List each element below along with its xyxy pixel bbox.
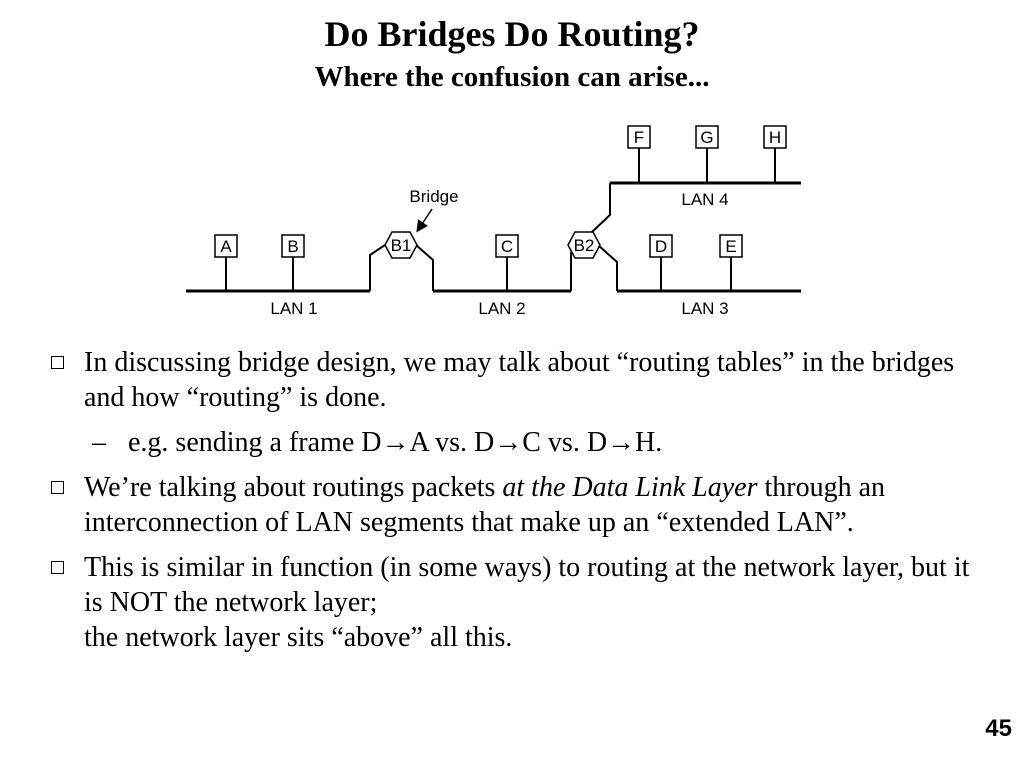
sub-bullet-text: e.g. sending a frame D→A vs. D→C vs. D→H… [128, 427, 663, 458]
host-h-box [763, 125, 787, 149]
page-subtitle: Where the confusion can arise... [314, 61, 710, 93]
bridge-b1-hexagon [384, 231, 418, 259]
b1-right-link [415, 244, 434, 291]
bullet-text-part: through an interconnection of LAN segmen… [84, 472, 886, 538]
bullet-list: In discussing bridge design, we may talk… [48, 345, 988, 665]
host-h-label: H [769, 128, 781, 147]
host-b-label: B [287, 237, 298, 256]
host-e-box [719, 234, 743, 258]
bullet-item: This is similar in function (in some way… [48, 550, 988, 655]
host-d-label: D [655, 237, 667, 256]
host-g-box [695, 125, 719, 149]
checkbox-bullet-icon [51, 561, 64, 574]
checkbox-bullet-icon [51, 481, 64, 494]
lan4-label: LAN 4 [681, 190, 728, 209]
bridge-callout-arrow [416, 208, 433, 233]
bridge-b2-hexagon [567, 231, 601, 259]
host-d-box [649, 234, 673, 258]
host-b-box [281, 234, 305, 258]
bridge-callout-label: Bridge [409, 187, 458, 206]
host-c-label: C [501, 237, 513, 256]
bullet-text: In discussing bridge design, we may talk… [84, 347, 955, 413]
host-a-box [214, 234, 238, 258]
bridge-b2-label: B2 [574, 236, 595, 255]
dash-bullet: – [92, 427, 106, 458]
host-f-label: F [634, 128, 644, 147]
host-a-label: A [220, 237, 232, 256]
bullet-text-line: This is similar in function (in some way… [84, 552, 970, 618]
bullet-item: We’re talking about routings packets at … [48, 470, 988, 540]
host-c-box [495, 234, 519, 258]
bullet-item: In discussing bridge design, we may talk… [48, 345, 988, 415]
bullet-text-line: the network layer sits “above” all this. [84, 622, 513, 653]
checkbox-bullet-icon [51, 356, 64, 369]
b2-right-link [597, 244, 618, 291]
lan3-label: LAN 3 [681, 299, 728, 318]
host-e-label: E [725, 237, 736, 256]
page-title: Do Bridges Do Routing? [324, 14, 700, 54]
page-number: 45 [985, 715, 1012, 742]
lan2-label: LAN 2 [478, 299, 525, 318]
host-f-box [627, 125, 651, 149]
bullet-italic-text: at the Data Link Layer [502, 472, 758, 503]
bullet-text-part: We’re talking about routings packets [84, 472, 503, 503]
bridge-b1-label: B1 [391, 236, 412, 255]
b1-left-link [369, 244, 386, 291]
lan1-label: LAN 1 [270, 299, 317, 318]
bridge-network-diagram: A B C D E F G H B1 B2 Bridge LAN 1 LAN 2… [186, 125, 801, 318]
sub-bullet-item: – e.g. sending a frame D→A vs. D→C vs. D… [48, 425, 988, 460]
b2-lan4-link [591, 183, 611, 233]
host-g-label: G [700, 128, 713, 147]
